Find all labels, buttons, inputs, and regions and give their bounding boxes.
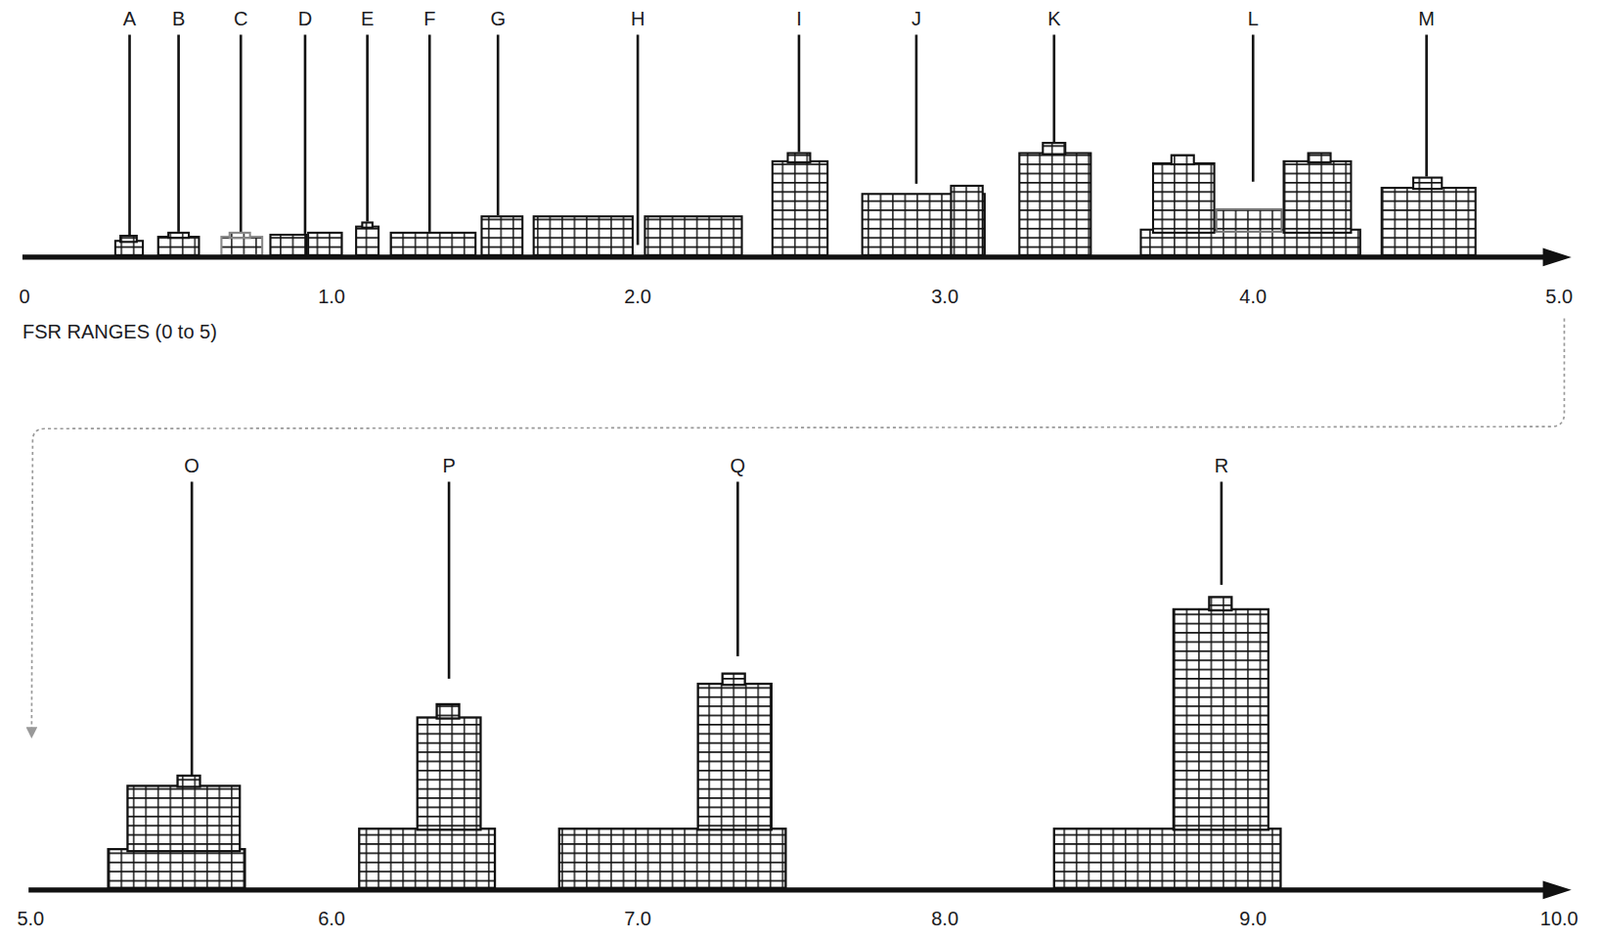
- building-block: [1019, 153, 1091, 256]
- building-block: [358, 828, 495, 889]
- axis-tick-label: 7.0: [623, 907, 652, 930]
- building-letter: G: [489, 7, 506, 30]
- building-block: [772, 161, 828, 256]
- drawing-stroke: [447, 481, 451, 678]
- drawing-stroke: [190, 481, 194, 774]
- building-block: [417, 717, 482, 831]
- buildings-top: [115, 142, 1476, 256]
- drawing-stroke: [636, 35, 640, 246]
- buildings-bottom: [108, 596, 1282, 888]
- building-block: [533, 216, 633, 256]
- building-block: [229, 232, 251, 238]
- building-letter: R: [1214, 454, 1229, 477]
- building-block: [308, 232, 342, 256]
- building-letter: E: [360, 7, 374, 30]
- building-block: [108, 848, 246, 889]
- building-letter: J: [911, 7, 922, 30]
- building-block: [269, 234, 307, 256]
- building-block: [1054, 828, 1282, 889]
- drawing-stroke: [915, 35, 919, 184]
- axis-tick-label: 10.0: [1540, 907, 1579, 930]
- building-block: [127, 785, 240, 851]
- building-letter: B: [172, 7, 185, 30]
- drawing-stroke: [1424, 35, 1428, 178]
- building-letter: D: [298, 7, 312, 30]
- building-block: [644, 216, 742, 256]
- building-letter: O: [183, 454, 200, 477]
- building-block: [1208, 596, 1232, 611]
- building-block: [1308, 153, 1332, 163]
- drawing-stroke: [1220, 481, 1224, 584]
- axis-tick-label: 2.0: [623, 285, 652, 308]
- leader-lines: [130, 35, 1427, 775]
- drawing-stroke: [1543, 880, 1572, 899]
- drawing-stroke: [177, 35, 180, 232]
- axes: [22, 248, 1572, 900]
- building-block: [391, 232, 477, 256]
- building-block: [1413, 177, 1442, 189]
- axis-tick-label: 6.0: [317, 907, 346, 930]
- drawing-stroke: [798, 35, 801, 153]
- building-block: [787, 153, 810, 163]
- building-letter: C: [233, 7, 248, 30]
- drawing-stroke: [365, 35, 369, 223]
- drawing-stroke: [1251, 35, 1255, 182]
- axis-tick-label: 0: [18, 285, 30, 308]
- building-letter: L: [1247, 7, 1259, 30]
- building-block: [177, 775, 201, 787]
- building-letter: H: [630, 7, 645, 30]
- drawing-stroke: [428, 35, 432, 232]
- drawing-stroke: [304, 35, 308, 234]
- building-letter: Q: [730, 454, 747, 477]
- building-letter: P: [442, 454, 455, 477]
- building-block: [1153, 163, 1215, 233]
- building-letter: M: [1418, 7, 1435, 30]
- building-block: [1042, 142, 1066, 154]
- building-block: [120, 235, 137, 242]
- axis-tick-label: 5.0: [1545, 285, 1573, 308]
- axis-title: FSR RANGES (0 to 5): [22, 320, 218, 343]
- building-block: [115, 240, 143, 256]
- building-block: [437, 704, 460, 719]
- drawing-stroke: [128, 35, 132, 236]
- building-block: [1284, 161, 1352, 233]
- building-block: [1216, 209, 1283, 232]
- building-letter: A: [123, 7, 136, 30]
- drawing-stroke: [496, 35, 500, 217]
- building-block: [1171, 155, 1195, 165]
- drawing-stroke: [31, 318, 1564, 734]
- building-block: [559, 828, 787, 889]
- building-block: [722, 673, 746, 685]
- drawing-stroke: [1052, 35, 1056, 143]
- building-letter: I: [796, 7, 802, 30]
- axis-tick-label: 9.0: [1239, 907, 1267, 930]
- drawing-stroke: [22, 254, 1550, 260]
- axis-tick-label: 5.0: [16, 907, 45, 930]
- building-block: [355, 226, 379, 256]
- drawing-stroke: [28, 887, 1550, 892]
- building-block: [221, 236, 263, 256]
- drawing-stroke: [1543, 248, 1572, 267]
- axis-tick-label: 3.0: [931, 285, 959, 308]
- drawing-stroke: [736, 481, 740, 656]
- drawing-stroke: [239, 35, 243, 232]
- axis-tick-label: 8.0: [931, 907, 959, 930]
- building-block: [1381, 187, 1476, 256]
- axis-tick-label: 1.0: [317, 285, 346, 308]
- building-block: [1173, 609, 1269, 830]
- building-letter: F: [423, 7, 436, 30]
- building-block: [481, 216, 523, 256]
- building-letter: K: [1047, 7, 1061, 30]
- building-block: [158, 236, 200, 256]
- building-block: [361, 222, 372, 227]
- building-block: [950, 185, 982, 256]
- building-block: [698, 683, 772, 830]
- building-block: [168, 232, 189, 238]
- axis-tick-label: 4.0: [1239, 285, 1267, 308]
